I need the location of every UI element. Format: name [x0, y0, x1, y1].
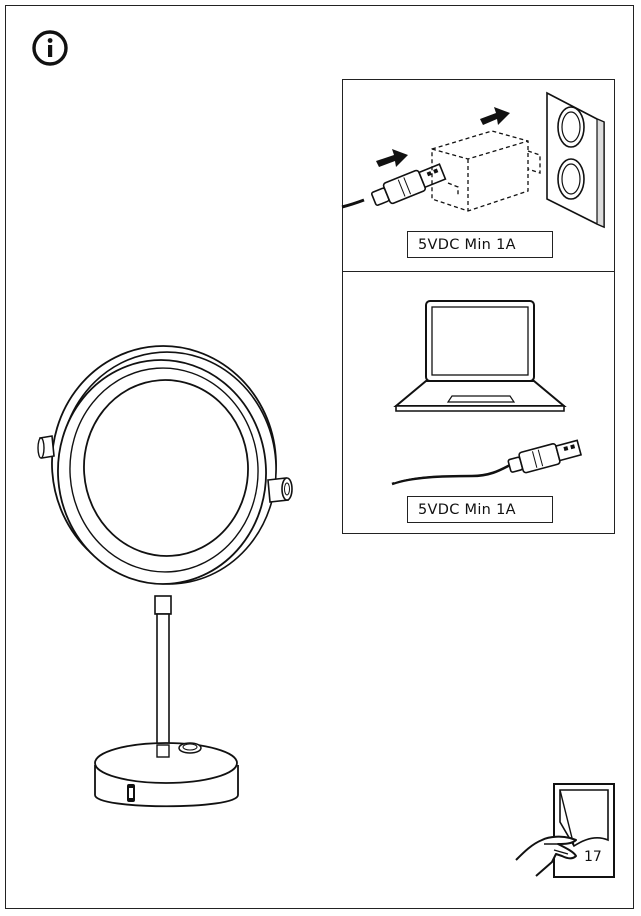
page-number: 17 — [584, 849, 602, 865]
adapter-spec-label: 5VDC Min 1A — [407, 231, 553, 258]
laptop-spec-label: 5VDC Min 1A — [407, 496, 553, 523]
mirror-illustration — [37, 345, 293, 808]
page-frame — [5, 5, 634, 909]
power-adapter-illustration — [341, 91, 605, 229]
laptop-illustration — [391, 300, 583, 486]
info-icon — [32, 30, 68, 66]
panel-divider — [342, 271, 615, 272]
page-turn-icon — [515, 783, 615, 878]
connection-panel — [342, 79, 615, 534]
